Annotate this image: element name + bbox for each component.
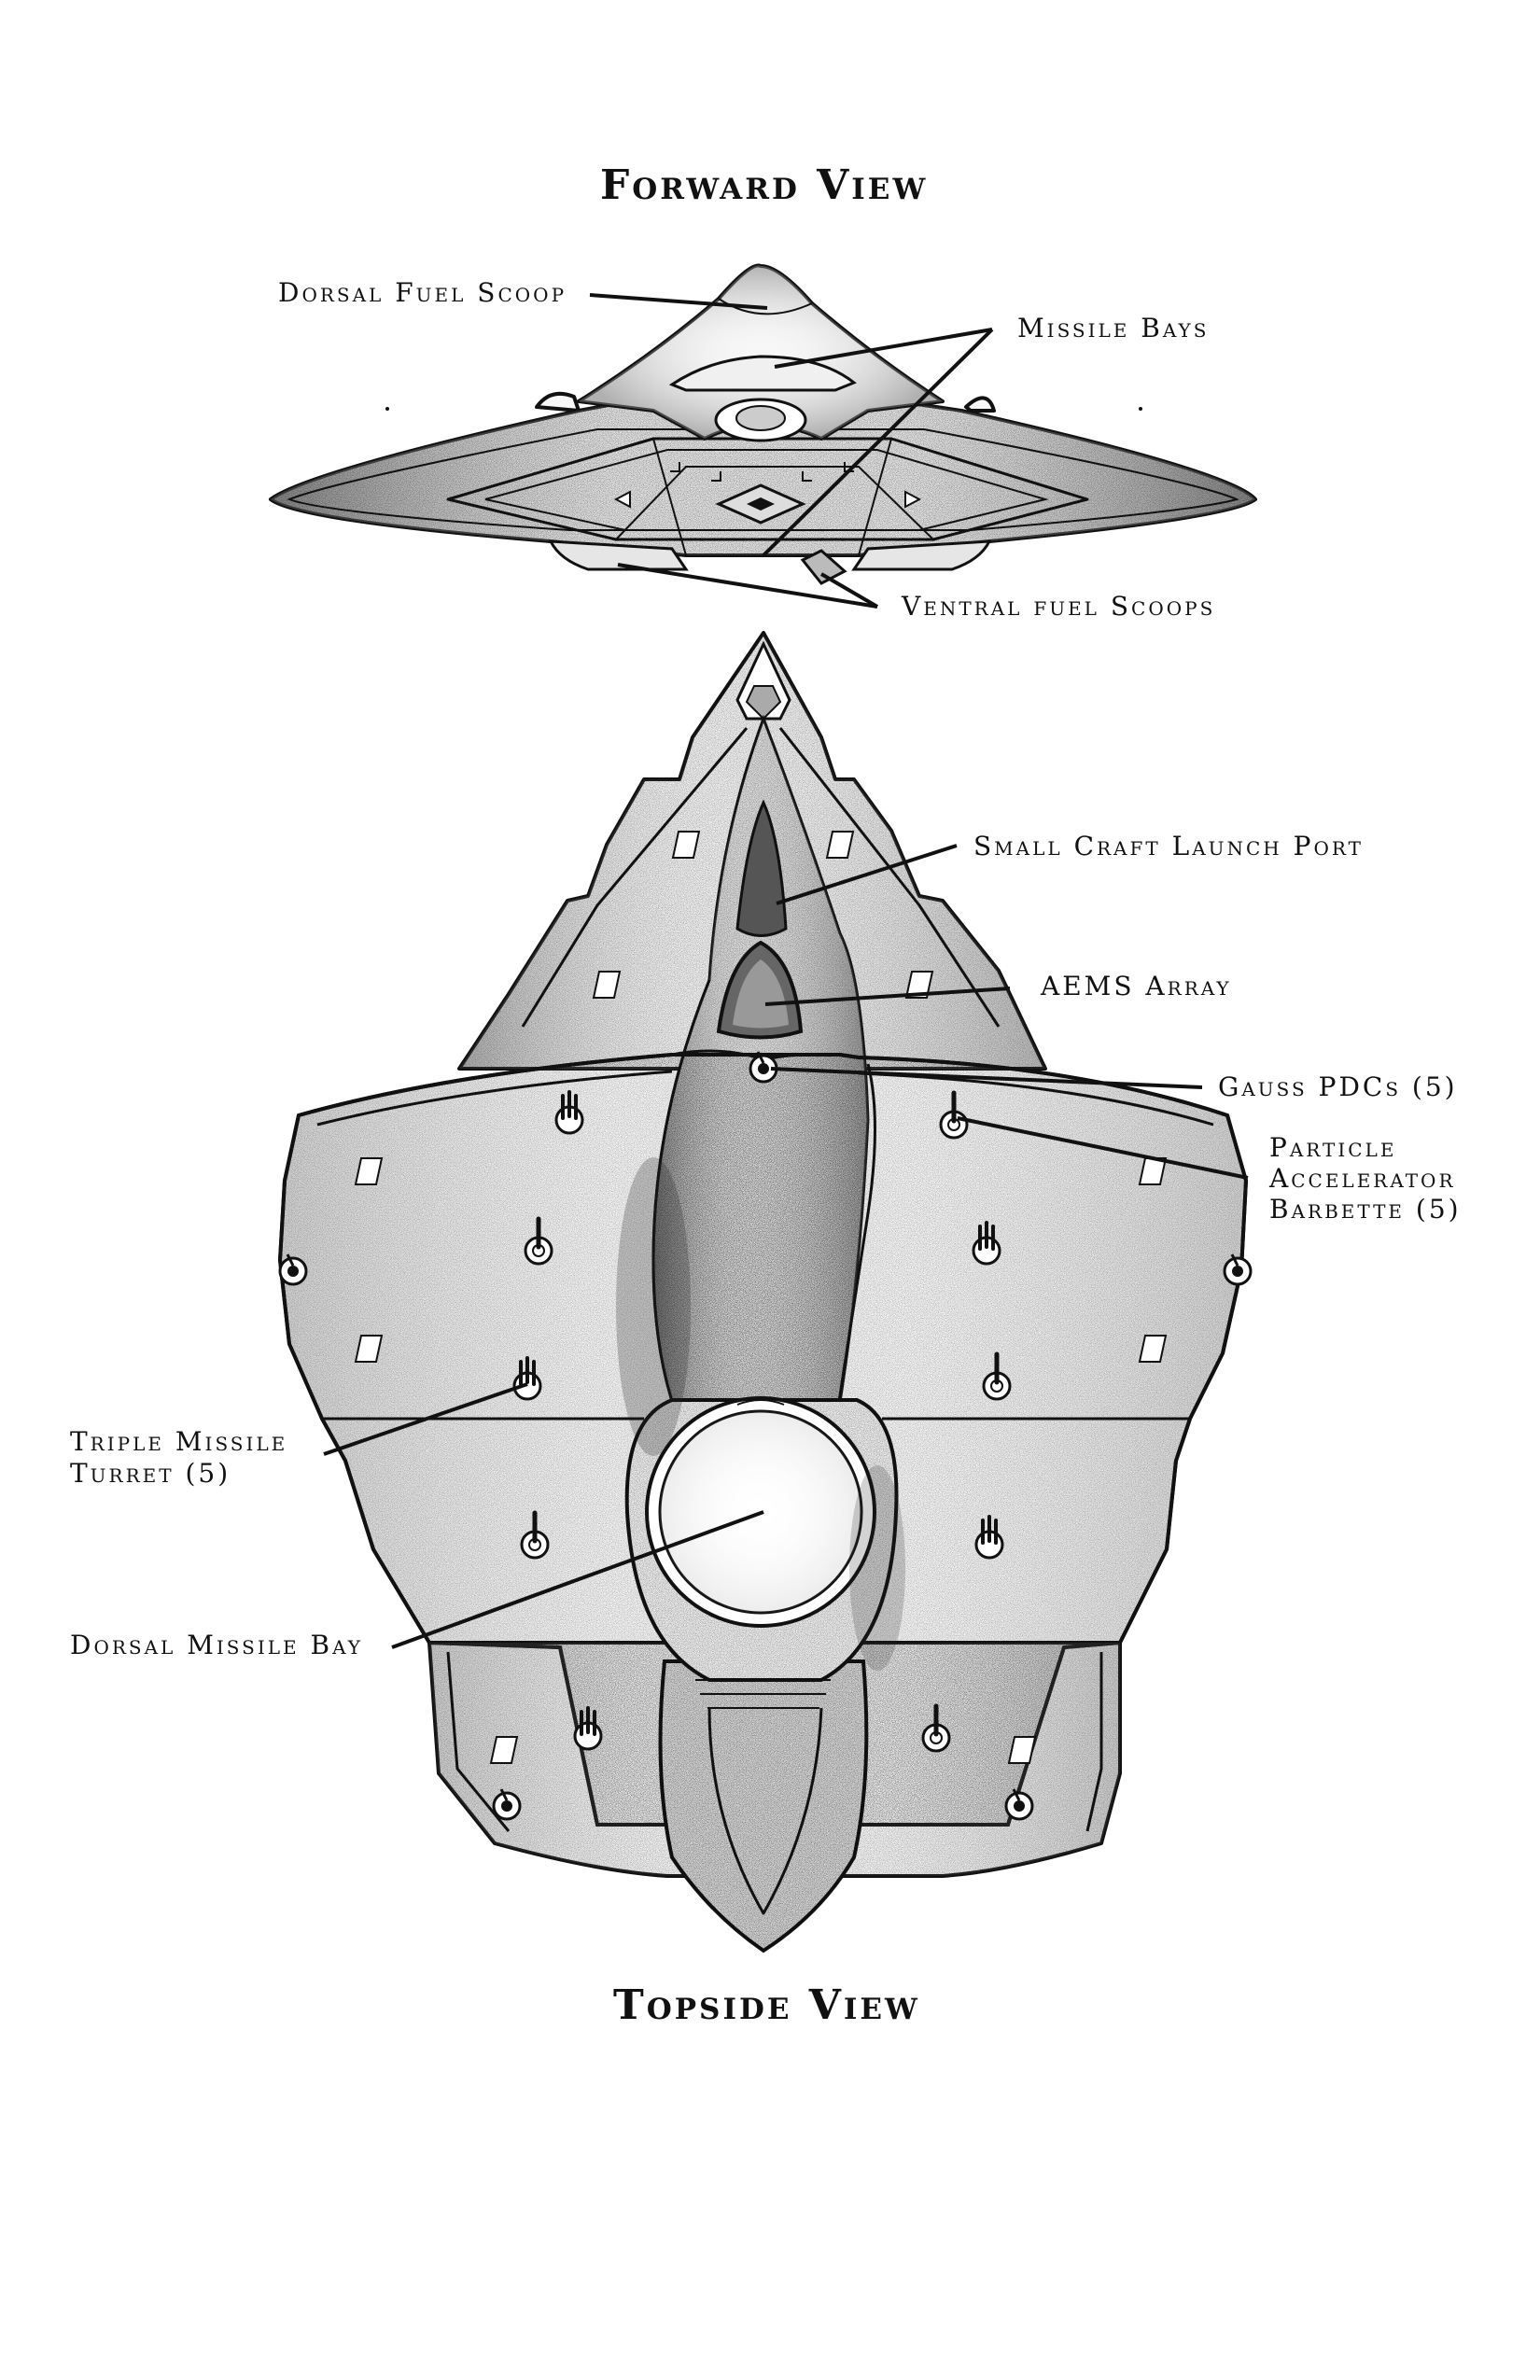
dorsal-missile-bay-shape: [624, 1396, 899, 1682]
leader-aems-array: [764, 987, 1011, 1006]
label-dorsal-missile-bay: Dorsal Missile Bay: [70, 1630, 363, 1660]
label-gauss-pdcs: Gauss PDCs (5): [1218, 1071, 1458, 1102]
leader-gauss-pdcs: [770, 1067, 1203, 1089]
leader-triple-missile-turret: [323, 1382, 528, 1456]
port-sensor-bump: [535, 391, 581, 413]
ventral-fuel-scoop-port: [548, 539, 689, 571]
leader-dorsal-missile-bay: [391, 1510, 764, 1649]
leader-ventral-scoop-starboard: [819, 572, 879, 609]
forward-missile-bay-door: [668, 355, 857, 392]
label-small-craft-launch-port: Small Craft Launch Port: [973, 831, 1364, 861]
label-ventral-fuel-scoops: Ventral fuel Scoops: [902, 591, 1216, 622]
leader-missile-bay-lower: [762, 328, 994, 557]
leader-ventral-scoop-port: [617, 563, 878, 609]
leader-lines: [323, 293, 1249, 1649]
small-craft-launch-port-shape: [735, 799, 788, 937]
topside-view-drawing: [277, 631, 1253, 1953]
label-dorsal-fuel-scoop: Dorsal Fuel Scoop: [278, 277, 567, 308]
topside-view-title: Topside View: [613, 1981, 920, 2029]
label-triple-missile-turret-line2: Turret (5): [70, 1458, 231, 1489]
label-particle-accelerator-line2: Accelerator: [1269, 1163, 1456, 1194]
leader-small-craft-launch-port: [776, 844, 958, 905]
leader-dorsal-fuel-scoop: [589, 293, 768, 310]
starboard-sensor-bump: [964, 396, 996, 413]
forward-view-drawing: [269, 263, 1257, 585]
label-particle-accelerator-line3: Barbette (5): [1269, 1194, 1462, 1225]
label-aems-array: AEMS Array: [1041, 971, 1232, 1001]
leader-particle-accelerator: [957, 1116, 1249, 1180]
label-triple-missile-turret-line1: Triple Missile: [70, 1426, 288, 1457]
forward-view-title: Forward View: [600, 161, 929, 209]
leader-missile-bay-upper: [774, 328, 993, 369]
ventral-fuel-scoop-starboard: [851, 539, 992, 571]
label-missile-bays: Missile Bays: [1017, 313, 1210, 343]
label-particle-accelerator-line1: Particle: [1269, 1132, 1397, 1163]
